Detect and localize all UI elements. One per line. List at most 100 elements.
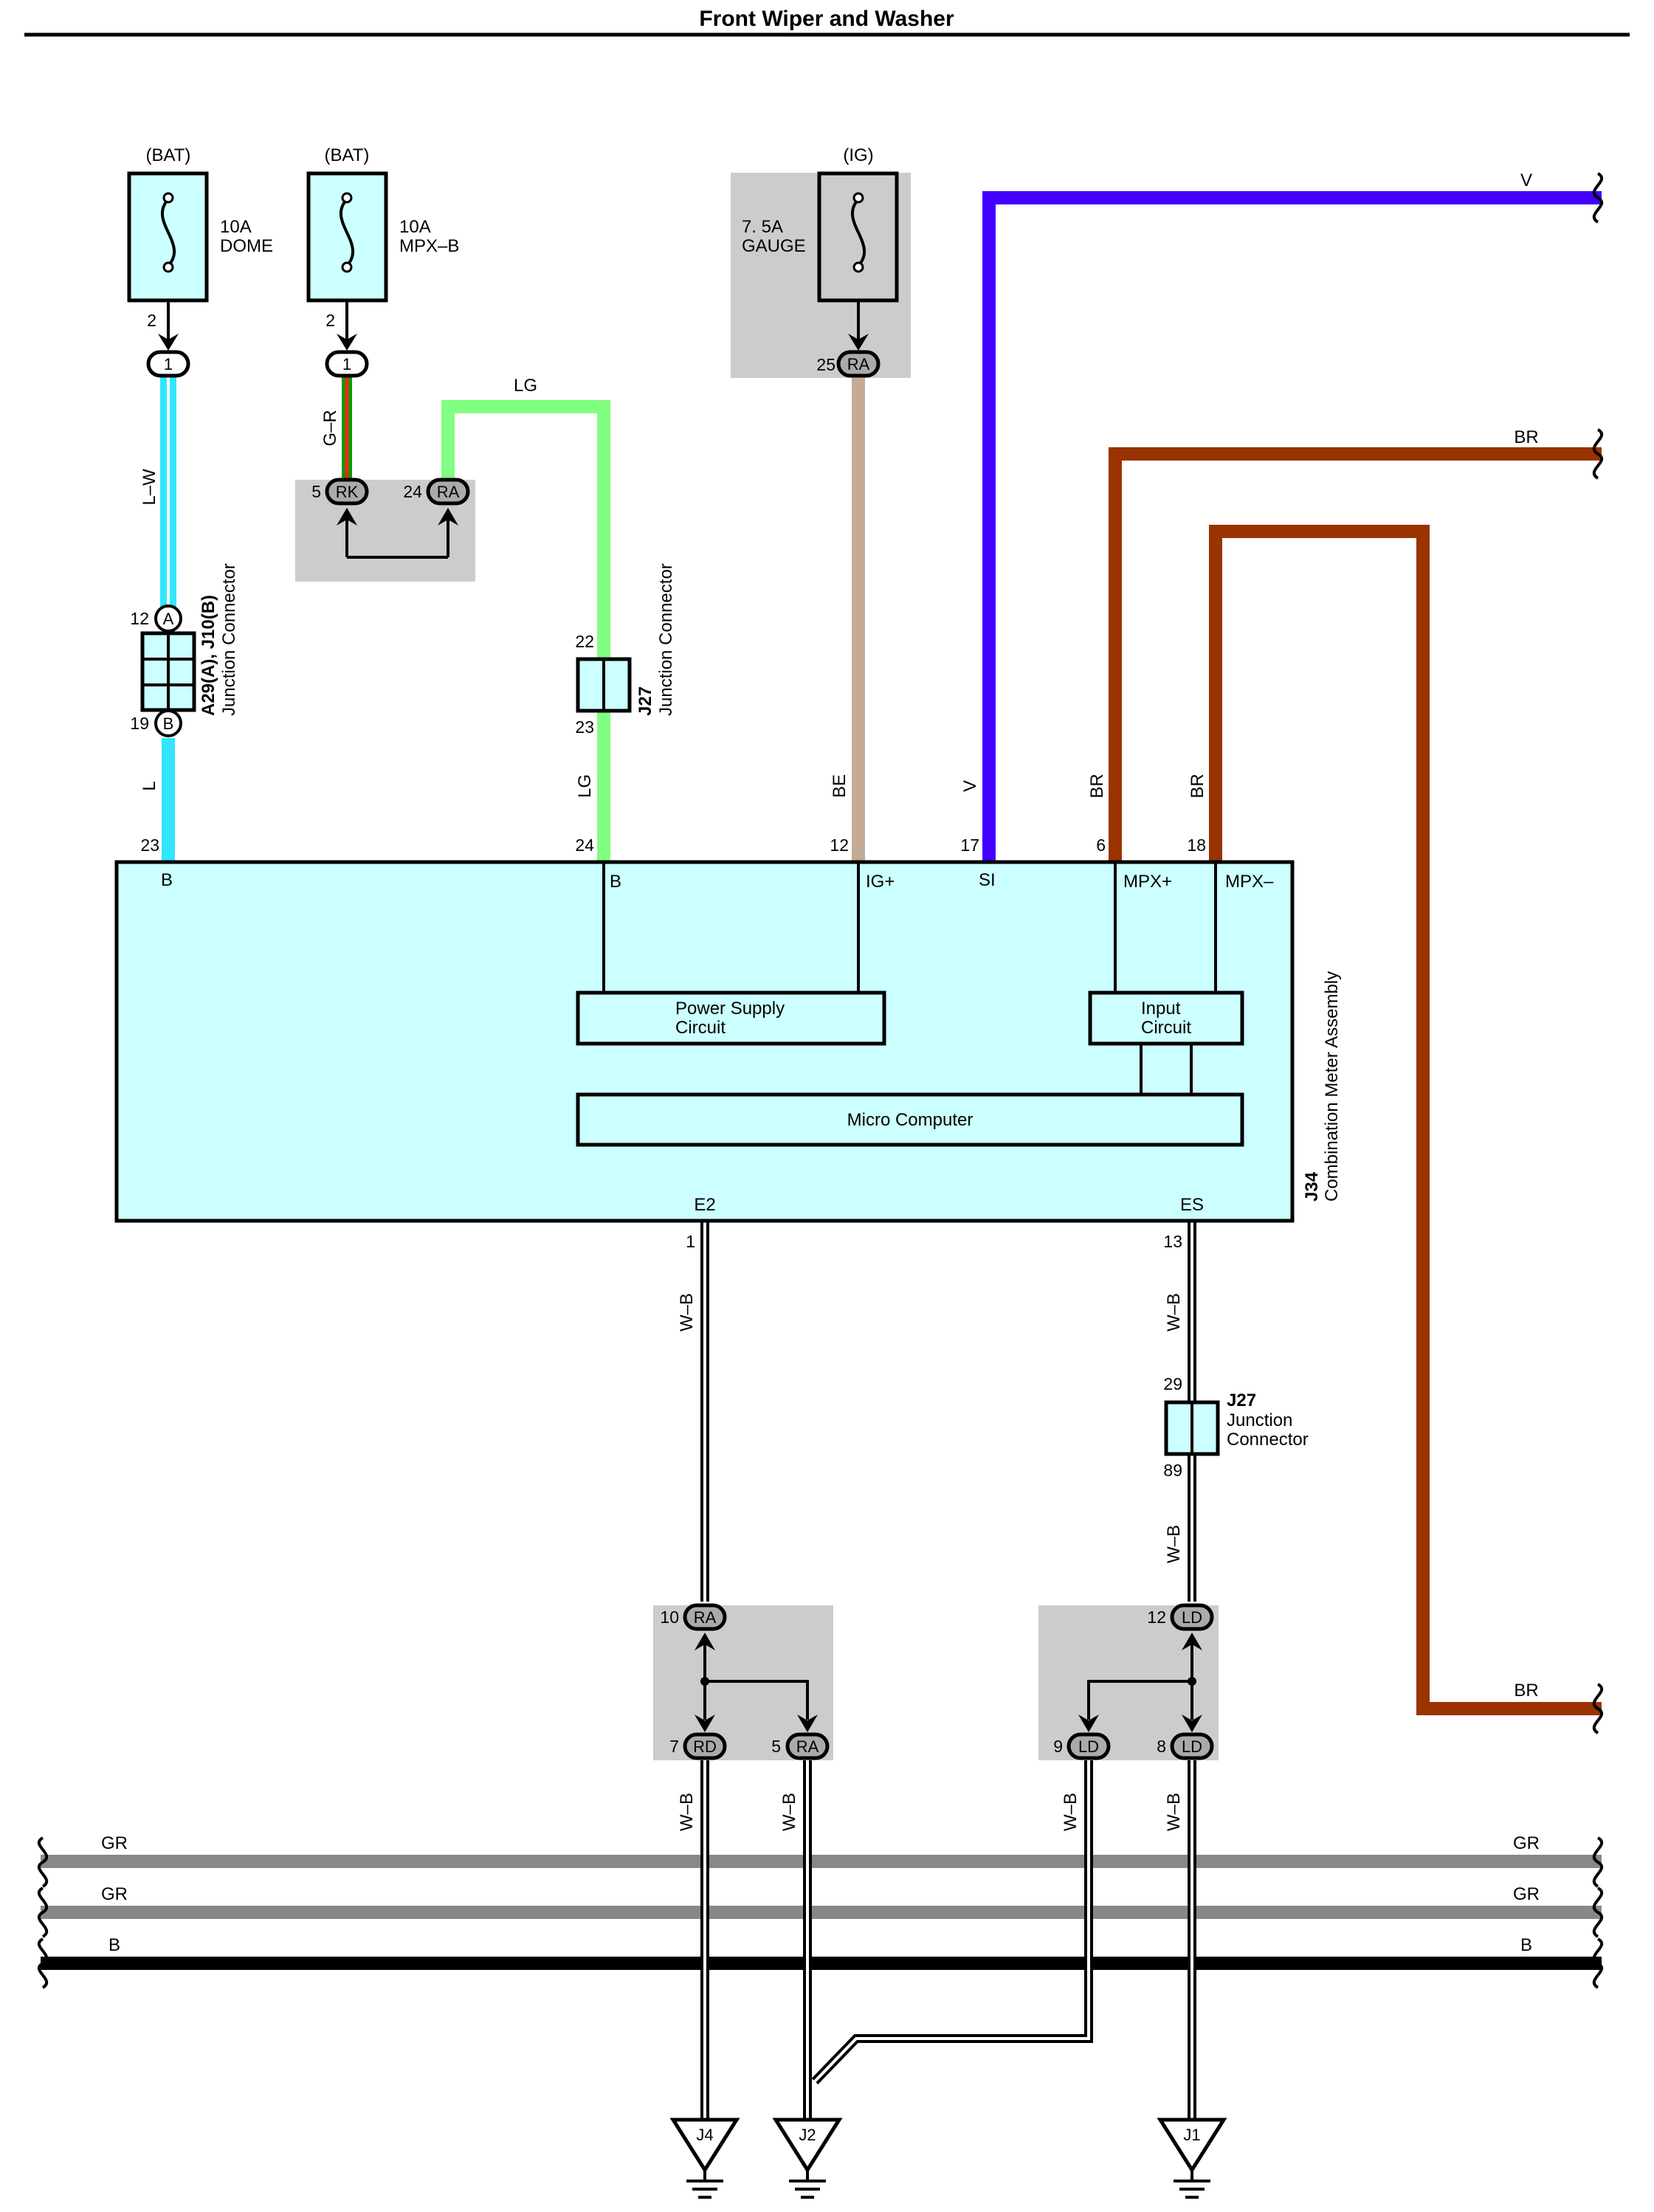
svg-text:5: 5 — [771, 1737, 781, 1756]
pin-name-si: SI — [979, 870, 996, 890]
pin-name-es: ES — [1180, 1195, 1204, 1215]
wire-label-br-2: BR — [1188, 773, 1207, 798]
connector-ra-top: RA 24 — [403, 478, 470, 506]
a29-desc: Junction Connector — [219, 563, 239, 716]
wire-label-v-right: V — [1520, 170, 1532, 190]
wire-label-v: V — [960, 780, 980, 792]
connector-ra-mid: RA 10 — [660, 1603, 727, 1631]
gauge-fuse-pin: 25 — [816, 355, 835, 374]
pin-18: 18 — [1187, 835, 1206, 855]
dome-fuse-amp: 10A — [220, 217, 252, 237]
bus-label-gr-2-right: GR — [1513, 1884, 1540, 1904]
connector-a29-b: B 19 — [130, 709, 182, 737]
pin-name-mpx-plus: MPX+ — [1123, 872, 1172, 892]
j27-bottom-desc-1: Junction — [1227, 1410, 1292, 1430]
svg-text:RD: RD — [693, 1737, 717, 1756]
svg-text:J4: J4 — [696, 2126, 713, 2144]
wire-label-wb-b3: W–B — [1061, 1793, 1081, 1831]
j27-top-pin-out: 23 — [575, 717, 594, 737]
pin-name-b-left: B — [161, 870, 173, 890]
wire-label-wb-b4: W–B — [1164, 1793, 1184, 1831]
svg-text:12: 12 — [1147, 1608, 1166, 1627]
pin-name-e2: E2 — [694, 1195, 715, 1215]
svg-text:LD: LD — [1182, 1737, 1202, 1756]
page-title: Front Wiper and Washer — [699, 7, 954, 31]
power-supply-circuit — [576, 990, 886, 1046]
svg-text:7: 7 — [669, 1737, 679, 1756]
svg-text:RK: RK — [336, 483, 359, 501]
junction-connector-a29-j10 — [140, 631, 196, 712]
wire-label-lg-top: LG — [514, 376, 537, 396]
wire-label-gr: G–R — [320, 410, 340, 446]
svg-text:RA: RA — [796, 1737, 819, 1756]
dome-fuse-element — [160, 198, 176, 267]
svg-text:J1: J1 — [1183, 2126, 1200, 2144]
wire-label-l: L — [139, 781, 159, 790]
wire-label-wb-b2: W–B — [779, 1793, 799, 1831]
svg-text:19: 19 — [130, 714, 149, 733]
svg-text:12: 12 — [130, 609, 149, 628]
svg-text:B: B — [163, 714, 174, 733]
pin-12: 12 — [830, 835, 849, 855]
wb-wires — [700, 1222, 1196, 2120]
pin-name-ig: IG+ — [866, 872, 895, 892]
j27-top-pin-in: 22 — [575, 632, 594, 651]
pin-name-mpx-minus: MPX– — [1225, 872, 1274, 892]
svg-text:8: 8 — [1157, 1737, 1166, 1756]
connector-rk: RK 5 — [311, 478, 369, 506]
mpxb-fuse-source: (BAT) — [325, 145, 370, 165]
a29-name: A29(A), J10(B) — [199, 595, 218, 716]
junction-connector-j27-top — [576, 657, 632, 713]
svg-text:10: 10 — [660, 1608, 679, 1627]
svg-text:LD: LD — [1078, 1737, 1099, 1756]
wire-label-wb-b1: W–B — [677, 1793, 697, 1831]
wire-label-wb-e2: W–B — [677, 1293, 697, 1331]
connector-ld-9: LD 9 — [1053, 1732, 1111, 1760]
svg-text:9: 9 — [1053, 1737, 1063, 1756]
wire-label-wb-es-1: W–B — [1164, 1293, 1184, 1331]
lg-wire — [441, 400, 610, 862]
j27-bottom-desc-2: Connector — [1227, 1430, 1309, 1450]
j27-bottom-name: J27 — [1227, 1391, 1256, 1410]
dome-fuse — [127, 171, 209, 303]
mpxb-fuse-amp: 10A — [399, 217, 431, 237]
pin-23: 23 — [140, 835, 159, 855]
dome-fuse-name: DOME — [220, 236, 273, 256]
ground-j2: J2 — [772, 2118, 843, 2199]
pin-24: 24 — [575, 835, 594, 855]
pin-name-b-mid: B — [610, 872, 621, 892]
j27-bottom-pin-in: 29 — [1163, 1374, 1182, 1393]
ground-j1: J1 — [1157, 2118, 1227, 2199]
wire-label-br-right-2: BR — [1514, 1681, 1538, 1701]
svg-text:5: 5 — [311, 482, 321, 501]
dome-fuse-source: (BAT) — [146, 145, 191, 165]
gauge-fuse-source: (IG) — [843, 145, 873, 165]
input-circuit — [1088, 990, 1244, 1046]
wire-label-wb-es-2: W–B — [1164, 1525, 1184, 1563]
junction-connector-j27-bottom — [1164, 1400, 1220, 1456]
input-circuit-label-1: Input — [1141, 999, 1181, 1019]
mpxb-fuse-pin: 2 — [325, 311, 335, 330]
micro-computer — [576, 1092, 1244, 1147]
pin-6: 6 — [1096, 835, 1106, 855]
svg-text:RA: RA — [694, 1608, 717, 1627]
connector-ra-low: RA 5 — [771, 1732, 830, 1760]
bus-label-gr-1-left: GR — [101, 1833, 128, 1853]
bus-label-gr-2-left: GR — [101, 1884, 128, 1904]
wire-label-lw: L–W — [139, 469, 159, 506]
svg-text:24: 24 — [403, 482, 422, 501]
pin-1: 1 — [686, 1232, 695, 1251]
br-wire-1 — [1109, 447, 1602, 862]
dome-fuse-pin: 2 — [147, 311, 156, 330]
j27-top-name: J27 — [635, 686, 655, 716]
wire-label-lg: LG — [575, 774, 595, 798]
v-wire — [982, 191, 1602, 862]
wire-label-be: BE — [830, 774, 850, 798]
svg-text:RA: RA — [437, 483, 460, 501]
gauge-fuse-amp: 7. 5A — [742, 217, 783, 237]
wire-label-br-right-1: BR — [1514, 427, 1538, 447]
meter-desc: Combination Meter Assembly — [1322, 971, 1342, 1202]
gauge-fuse-name: GAUGE — [742, 236, 806, 256]
power-supply-label-1: Power Supply — [675, 999, 785, 1019]
